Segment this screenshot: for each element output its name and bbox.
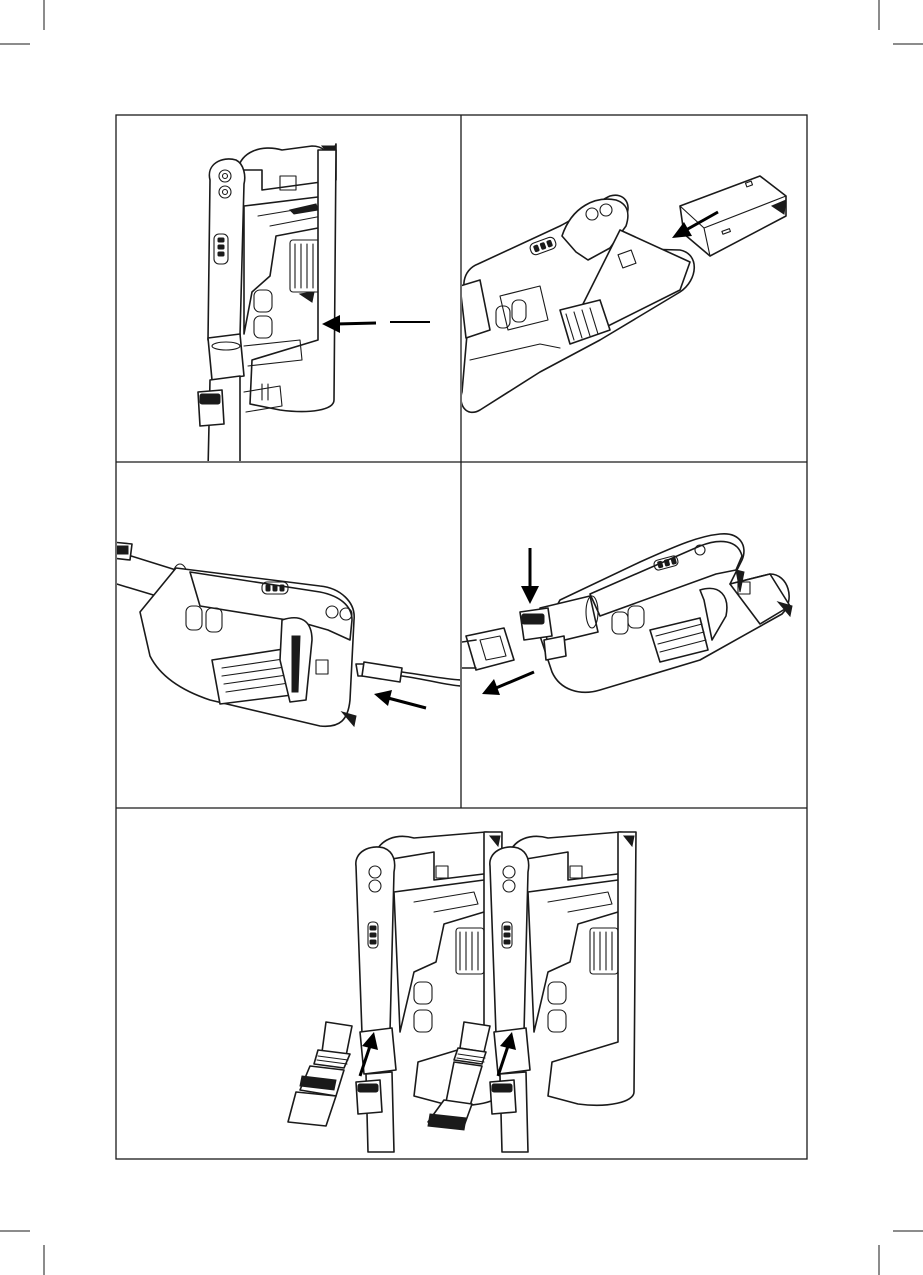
brush-nozzle: [288, 1022, 352, 1126]
panel-5-attachments: [288, 832, 636, 1152]
battery-pack: [680, 176, 786, 256]
panel-1-dust-cup: [198, 144, 430, 470]
panel-4-release: [462, 534, 792, 695]
pull-out-arrow-icon: [482, 672, 534, 695]
charger-plug-arrow-icon: [374, 690, 426, 708]
detached-tube: [462, 628, 514, 670]
motor-vents: [295, 244, 318, 288]
charger-cable: [356, 662, 462, 686]
panel-2-battery: [460, 176, 786, 412]
release-button-arrow-icon: [521, 548, 539, 604]
dust-cup-release-arrow-icon: [322, 315, 430, 333]
panel-3-charging: [110, 542, 462, 726]
